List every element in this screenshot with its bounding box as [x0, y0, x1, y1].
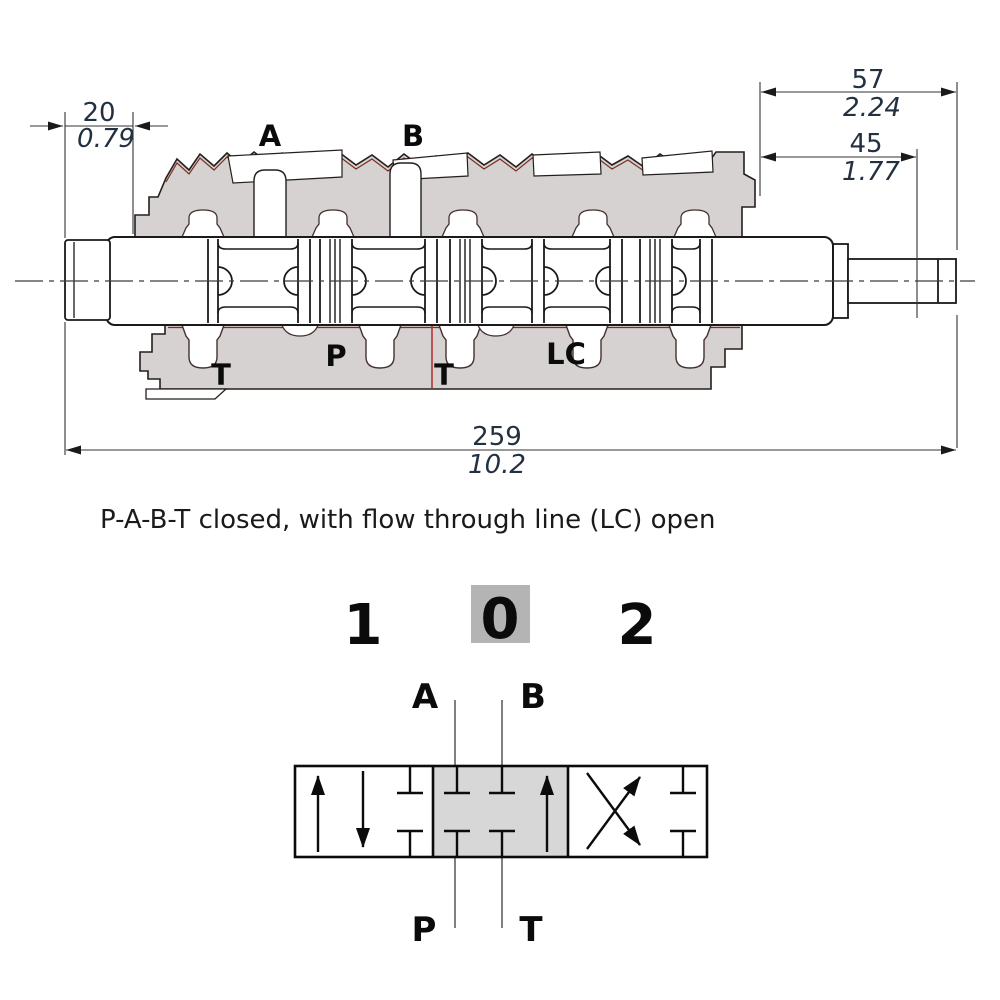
symbol-port-a: A [412, 677, 439, 717]
upper-bore-domes [181, 209, 717, 238]
symbol-cell-2 [586, 766, 696, 857]
symbol-port-t: T [519, 910, 543, 950]
dimension-45 [761, 149, 918, 318]
valve-symbol: 1 0 2 A B P T [293, 585, 709, 950]
top-recess-3 [532, 151, 602, 177]
port-b-passage [389, 162, 422, 237]
symbol-port-b: B [520, 677, 546, 717]
port-label-t-mid: T [434, 358, 454, 392]
dimension-20 [30, 112, 168, 238]
symbol-port-p: P [412, 910, 437, 950]
spool-groove-necks [217, 242, 701, 314]
spool-left-cap [64, 239, 111, 321]
upper-housing [134, 149, 756, 238]
port-a-passage [253, 169, 287, 237]
dim-45-mm: 45 [849, 129, 882, 159]
port-label-a: A [259, 119, 282, 153]
dim-259-mm: 259 [472, 422, 522, 452]
lower-housing [139, 324, 743, 400]
lower-bore-scallops [281, 324, 515, 337]
dim-20-mm: 20 [82, 98, 115, 128]
dim-20-inch: 0.79 [77, 124, 135, 154]
dimension-259 [64, 322, 956, 455]
lower-port-passages [181, 324, 712, 369]
symbol-cell-1 [311, 766, 423, 857]
caption-text: P-A-B-T closed, with flow through line (… [100, 505, 716, 535]
position-0-highlight-box [471, 585, 530, 643]
position-label-2: 2 [618, 593, 657, 658]
mounting-foot [145, 388, 228, 400]
symbol-port-lines [454, 700, 503, 928]
symbol-cell-0 [444, 766, 554, 857]
port-label-t-left: T [211, 358, 231, 392]
dim-57-inch: 2.24 [843, 93, 901, 123]
dim-45-inch: 1.77 [842, 157, 900, 187]
port-label-p: P [325, 339, 346, 373]
dimension-57 [759, 82, 958, 448]
valve-cross-section: 20 0.79 57 2.24 45 1.77 259 10.2 A B T P… [15, 65, 975, 480]
top-recess-4 [641, 150, 714, 176]
position-label-1: 1 [344, 593, 383, 658]
position-label-0: 0 [481, 587, 520, 652]
dim-259-inch: 10.2 [468, 450, 526, 480]
port-label-b: B [402, 119, 424, 153]
dim-57-mm: 57 [851, 65, 884, 95]
port-label-lc: LC [546, 337, 586, 371]
